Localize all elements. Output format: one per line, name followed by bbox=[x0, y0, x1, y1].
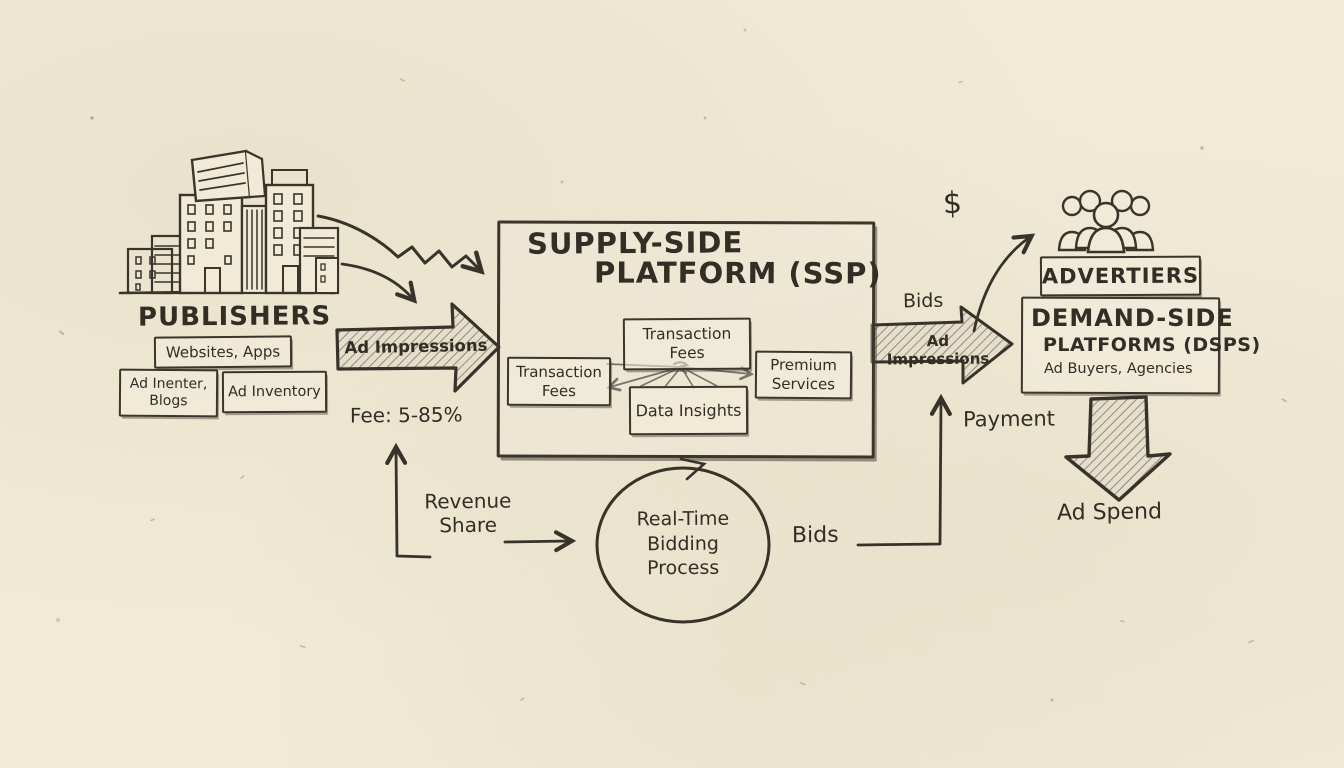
premium-services-box: Premium Services bbox=[754, 350, 853, 400]
fee-label: Fee: 5-85% bbox=[349, 402, 463, 428]
ad-inenter-blogs-box: Ad Inenter, Blogs bbox=[118, 368, 219, 418]
revenue-share-elbow-arrow bbox=[396, 449, 432, 559]
revenue-to-rtb-arrow bbox=[503, 541, 570, 542]
transaction-fees-left-box: Transaction Fees bbox=[506, 356, 612, 407]
bids-right-label: Bids bbox=[902, 289, 944, 313]
ad-spend-arrow bbox=[1064, 395, 1172, 502]
ad-inventory-box: Ad Inventory bbox=[221, 370, 328, 414]
publishers-title: PUBLISHERS bbox=[137, 301, 332, 333]
bids-curve-arrow bbox=[972, 237, 1030, 333]
publishers-buildings-icon bbox=[118, 149, 340, 295]
revenue-share-label: Revenue Share bbox=[424, 488, 512, 538]
rtb-cycle-circle-icon bbox=[595, 457, 771, 624]
ad-impressions-arrow-left bbox=[335, 302, 501, 393]
advertisers-people-icon bbox=[1057, 189, 1155, 254]
dsp-title-line2: PLATFORMS (DSPS) bbox=[1043, 334, 1261, 356]
ad-impressions-right-label: Ad Impressions bbox=[886, 331, 990, 369]
advertisers-box: ADVERTIERS bbox=[1039, 255, 1202, 297]
paper-speckles-decoration bbox=[56, 28, 1287, 702]
dollar-sign-label: $ bbox=[942, 185, 963, 222]
websites-apps-box: Websites, Apps bbox=[153, 335, 293, 369]
ad-spend-label: Ad Spend bbox=[1056, 499, 1163, 526]
transaction-fees-top-box: Transaction Fees bbox=[622, 317, 752, 371]
ad-impressions-left-label: Ad Impressions bbox=[344, 335, 488, 358]
payment-label: Payment bbox=[962, 406, 1056, 432]
data-insights-box: Data Insights bbox=[628, 385, 749, 436]
payment-elbow-arrow bbox=[856, 400, 941, 547]
bids-bottom-label: Bids bbox=[791, 522, 839, 549]
dsp-subtitle: Ad Buyers, Agencies bbox=[1044, 361, 1193, 377]
ad-impressions-arrow-right bbox=[870, 305, 1014, 385]
squiggle-arrow bbox=[316, 214, 480, 270]
rtb-process-label: Real-Time Bidding Process bbox=[636, 507, 730, 580]
impressions-curve-arrow bbox=[340, 262, 413, 299]
dsp-title-line1: DEMAND-SIDE bbox=[1031, 304, 1234, 332]
ssp-title-line2: PLATFORM (SSP) bbox=[593, 255, 882, 291]
